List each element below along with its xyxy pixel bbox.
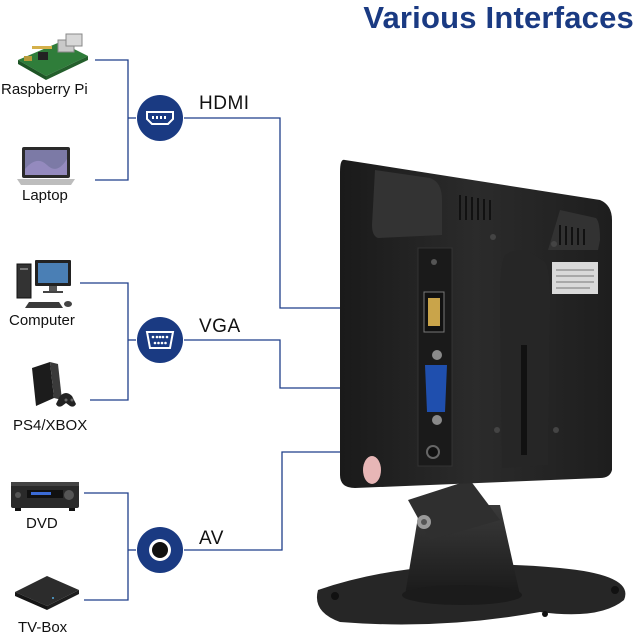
- device-label-ps4-xbox: PS4/XBOX: [13, 417, 88, 434]
- desktop-computer-icon: [16, 260, 72, 308]
- vga-port-badge: [137, 317, 183, 363]
- av-port-badge: [137, 527, 183, 573]
- laptop-icon: [17, 147, 75, 185]
- page-title: Various Interfaces: [363, 0, 634, 35]
- device-label-raspberry-pi: Raspberry Pi: [1, 81, 88, 98]
- port-label-av: AV: [199, 528, 224, 549]
- device-label-dvd: DVD: [26, 515, 58, 532]
- tv-box-icon: [15, 576, 79, 610]
- monitor-image: [316, 159, 626, 625]
- hdmi-port-badge: [137, 95, 183, 141]
- vga-port-icon: [145, 331, 175, 349]
- device-label-computer: Computer: [9, 312, 75, 329]
- port-label-hdmi: HDMI: [199, 93, 250, 114]
- dvd-player-icon: [11, 482, 79, 511]
- hdmi-port-icon: [146, 111, 174, 125]
- av-jack-icon: [149, 539, 171, 561]
- device-label-tv-box: TV-Box: [18, 619, 68, 636]
- game-console-icon: [32, 362, 76, 407]
- device-label-laptop: Laptop: [22, 187, 68, 204]
- raspberry-pi-board-icon: [18, 33, 88, 80]
- port-label-vga: VGA: [199, 316, 241, 337]
